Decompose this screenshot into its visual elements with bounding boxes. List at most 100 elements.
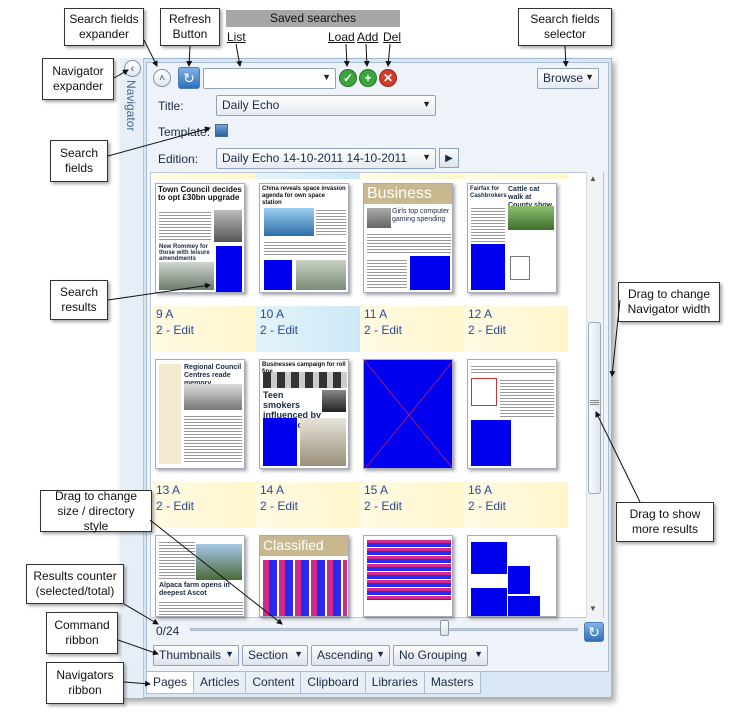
sort-order-label: Ascending xyxy=(317,648,374,662)
callout-refresh-button: Refresh Button xyxy=(160,8,220,46)
edition-next-button[interactable]: ▶ xyxy=(439,148,459,168)
del-label: Del xyxy=(383,30,402,44)
page-label-bg xyxy=(464,482,568,528)
callout-results-counter: Results counter (selected/total) xyxy=(26,564,124,604)
navigators-ribbon: Pages Articles Content Clipboard Librari… xyxy=(146,672,481,694)
thumb-photo xyxy=(322,390,346,412)
callout-navigators-ribbon: Navigators ribbon xyxy=(46,662,124,704)
thumb-photo xyxy=(159,262,214,290)
page-thumbnail[interactable]: China reveals space invasion agenda for … xyxy=(259,183,349,293)
page-thumbnail[interactable]: Fairfax for Cashbrokers Cattle cat walk … xyxy=(467,183,557,293)
thumb-sub: Alpaca farm opens in deepest Ascot xyxy=(159,582,230,597)
search-fields-selector[interactable]: Browse▼ xyxy=(537,68,599,89)
scroll-down-arrow[interactable]: ▼ xyxy=(589,604,597,613)
row0-bg xyxy=(152,173,256,179)
scrollbar-thumb[interactable] xyxy=(588,322,601,494)
thumb-photo xyxy=(296,260,346,290)
callout-command-ribbon: Command ribbon xyxy=(46,612,118,654)
edition-value: Daily Echo 14-10-2011 14-10-2011 xyxy=(222,151,408,165)
scroll-up-arrow[interactable]: ▲ xyxy=(589,174,597,183)
thumb-text xyxy=(367,232,451,254)
page-status: 2 - Edit xyxy=(468,323,507,337)
page-thumbnail[interactable] xyxy=(467,535,557,617)
saved-searches-list[interactable]: ▼ xyxy=(203,68,336,89)
callout-drag-more-results: Drag to show more results xyxy=(616,502,714,542)
thumb-placeholder xyxy=(410,256,450,290)
page-number: 10 A xyxy=(260,307,285,321)
sort-order-button[interactable]: Ascending▼ xyxy=(311,645,390,666)
thumb-text xyxy=(159,210,211,242)
thumb-text xyxy=(367,258,407,290)
load-search-button[interactable]: ✓ xyxy=(339,69,357,87)
tab-libraries[interactable]: Libraries xyxy=(364,672,425,694)
callout-search-fields-selector: Search fields selector xyxy=(518,8,612,46)
row0-bg xyxy=(256,173,360,179)
refresh-button[interactable]: ↻ xyxy=(178,67,200,89)
tab-clipboard[interactable]: Clipboard xyxy=(300,672,366,694)
thumb-headline: China reveals space invasion agenda for … xyxy=(262,186,346,206)
thumb-sub: Cattle cat walk at County show xyxy=(508,186,552,209)
tab-pages[interactable]: Pages xyxy=(146,672,195,694)
page-thumbnail[interactable] xyxy=(467,359,557,469)
size-slider-track[interactable] xyxy=(190,628,578,631)
thumb-placeholder-cross xyxy=(364,360,452,468)
page-thumbnail[interactable]: Classified xyxy=(259,535,349,617)
thumb-photo xyxy=(263,372,347,388)
tab-content[interactable]: Content xyxy=(245,672,302,694)
refresh-results-button[interactable]: ↻ xyxy=(584,622,604,642)
template-label: Template: xyxy=(158,125,211,139)
row0-bg xyxy=(464,173,568,179)
view-mode-button[interactable]: Thumbnails▼ xyxy=(153,645,239,666)
template-checkbox[interactable] xyxy=(215,124,228,137)
add-search-button[interactable]: + xyxy=(359,69,377,87)
thumb-photo xyxy=(300,418,346,466)
page-status: 2 - Edit xyxy=(364,499,403,513)
page-label-bg xyxy=(360,482,464,528)
saved-searches-header: Saved searches xyxy=(226,10,400,27)
navigator-expander-button[interactable]: ‹ xyxy=(124,60,141,77)
thumb-text xyxy=(316,208,346,236)
page-thumbnail[interactable]: Alpaca farm opens in deepest Ascot xyxy=(155,535,245,617)
tab-masters[interactable]: Masters xyxy=(423,672,481,694)
page-thumbnail[interactable] xyxy=(363,359,453,469)
page-thumbnail[interactable]: Business Girls top computer gaming spend… xyxy=(363,183,453,293)
delete-search-button[interactable]: ✕ xyxy=(379,69,397,87)
grouping-button[interactable]: No Grouping▼ xyxy=(393,645,488,666)
sort-field-button[interactable]: Section ▼ xyxy=(242,645,308,666)
chevron-down-icon: ▼ xyxy=(322,72,331,82)
thumb-text xyxy=(471,364,555,374)
thumb-ads xyxy=(263,560,347,616)
sort-field-label: Section xyxy=(248,648,289,662)
row0-bg xyxy=(360,173,464,179)
tab-articles[interactable]: Articles xyxy=(193,672,247,694)
page-thumbnail[interactable]: Town Council decides to opt £30bn upgrad… xyxy=(155,183,245,293)
thumb-headline: Town Council decides to opt £30bn upgrad… xyxy=(158,185,242,202)
thumb-photo xyxy=(214,210,242,242)
edition-select[interactable]: Daily Echo 14-10-2011 14-10-2011▼ xyxy=(216,148,436,169)
thumb-headline: Business xyxy=(364,184,452,204)
page-label-bg xyxy=(152,306,256,352)
thumb-ads xyxy=(367,540,451,600)
thumb-placeholder xyxy=(216,246,242,292)
page-status: 2 - Edit xyxy=(364,323,403,337)
page-thumbnail[interactable] xyxy=(363,535,453,617)
size-slider-handle[interactable] xyxy=(440,620,449,636)
page-thumbnail[interactable]: Regional Council Centres reade memory xyxy=(155,359,245,469)
search-fields-expander-button[interactable]: ˄ xyxy=(153,69,171,87)
title-select[interactable]: Daily Echo▼ xyxy=(216,95,436,116)
refresh-icon: ↻ xyxy=(588,623,600,640)
chevron-down-icon: ▼ xyxy=(294,649,303,659)
callout-search-results: Search results xyxy=(50,280,108,320)
thumb-text xyxy=(184,414,242,464)
callout-navigator-expander: Navigator expander xyxy=(42,58,114,100)
thumb-text xyxy=(159,540,195,580)
thumb-photo xyxy=(264,208,314,236)
chevron-down-icon: ▼ xyxy=(376,649,385,659)
page-thumbnail[interactable]: Businesses campaign for roll fine Teen s… xyxy=(259,359,349,469)
navigator-side-tab[interactable] xyxy=(120,58,144,698)
thumb-placeholder xyxy=(471,420,511,466)
title-label: Title: xyxy=(158,99,184,113)
chevron-down-icon: ▼ xyxy=(422,99,431,109)
refresh-icon: ↻ xyxy=(183,69,195,86)
add-label: Add xyxy=(357,30,379,44)
